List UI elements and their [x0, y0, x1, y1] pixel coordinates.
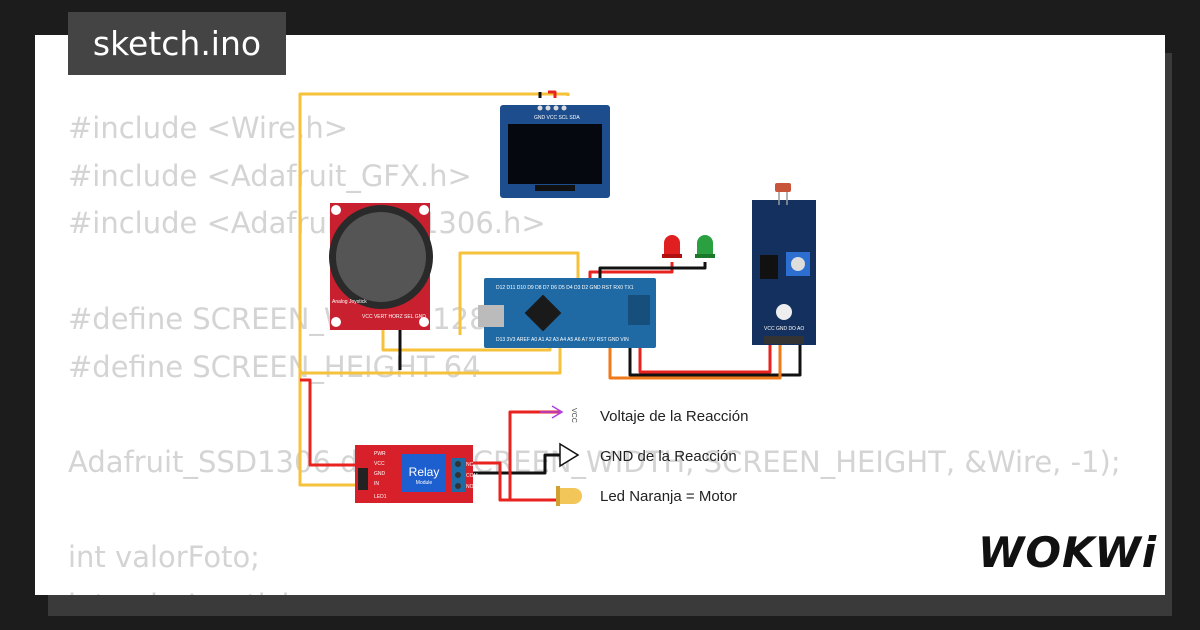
nano-bottom-pins: D13 3V3 AREF A0 A1 A2 A3 A4 A5 A6 A7 5V …: [496, 337, 629, 343]
green-led: [695, 235, 715, 258]
relay-module: Relay Module PWR VCC GND IN LED1 NC COM …: [355, 445, 478, 503]
relay-pin-pwr: PWR: [374, 451, 386, 457]
orange-led: [556, 486, 582, 506]
sketch-title-tag: sketch.ino: [68, 12, 286, 75]
relay-contact-nc: NC: [466, 462, 474, 468]
red-led: [662, 235, 682, 258]
relay-pin-vcc: VCC: [374, 461, 385, 467]
relay-pin-gnd: GND: [374, 471, 386, 477]
wire-yellow-nano: [458, 251, 580, 335]
relay-pin-in: IN: [374, 481, 379, 487]
wire-black-leds: [598, 262, 707, 280]
joystick-label: Analog Joystick: [332, 299, 367, 305]
joystick-pins: VCC VERT HORZ SEL GND: [362, 314, 426, 320]
vcc-symbol-label: VCC: [570, 408, 577, 423]
legend-gnd: GND de la Reacción: [600, 448, 737, 465]
wire-red-relay: [300, 378, 357, 467]
wire-black-relay: [470, 453, 560, 475]
wire-red-relay-out: [470, 461, 560, 502]
legend-led: Led Naranja = Motor: [600, 488, 737, 505]
relay-contact-com: COM: [466, 473, 478, 479]
oled-display: GND VCC SCL SDA: [500, 105, 610, 198]
wire-red-vcc: [548, 90, 557, 98]
wire-yellow-relay: [298, 373, 357, 487]
relay-contact-no: NO: [466, 484, 474, 490]
wire-yellow-top: [298, 92, 570, 375]
wire-black-nano: [628, 335, 802, 377]
oled-pin-labels: GND VCC SCL SDA: [534, 115, 580, 121]
ground-symbol-icon: [559, 442, 580, 468]
wire-red-ldr: [638, 335, 772, 374]
legend-vcc: Voltaje de la Reacción: [600, 408, 748, 425]
light-sensor-module: VCC GND DO AO: [752, 183, 816, 345]
ldr-pins: VCC GND DO AO: [764, 326, 804, 332]
analog-joystick: Analog Joystick VCC VERT HORZ SEL GND: [329, 203, 433, 330]
relay-title: Relay: [409, 465, 440, 479]
arduino-nano: D12 D11 D10 D9 D8 D7 D6 D5 D4 D3 D2 GND …: [478, 278, 656, 348]
wire-red-leds: [588, 262, 674, 280]
relay-subtitle: Module: [416, 480, 433, 486]
wokwi-logo: WOKWi: [978, 528, 1157, 577]
relay-pin-led: LED1: [374, 494, 387, 500]
nano-top-pins: D12 D11 D10 D9 D8 D7 D6 D5 D4 D3 D2 GND …: [496, 285, 634, 291]
wire-orange-ldr: [608, 335, 782, 380]
